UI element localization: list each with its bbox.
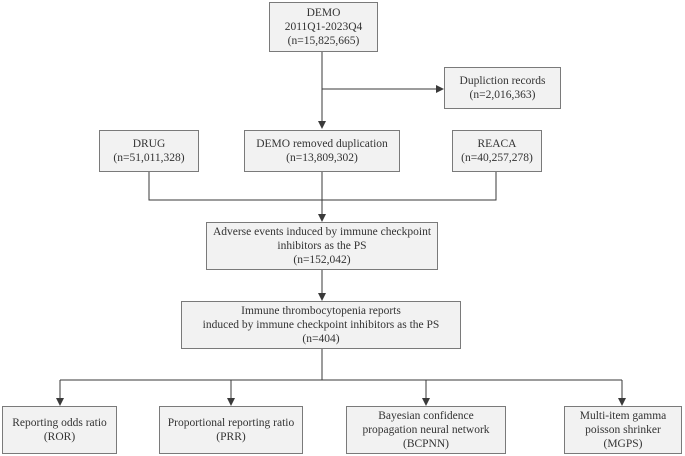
drug-box-line-1: DRUG [132, 138, 166, 150]
bcpnn-box-line-2: propagation neural network [362, 424, 490, 436]
adverse-events-line-2: inhibitors as the PS [277, 240, 367, 252]
reaca-box-line-2: (n=40,257,278) [461, 152, 533, 164]
adverse-events-line-1: Adverse events induced by immune checkpo… [212, 226, 432, 238]
mgps-box-line-3: (MGPS) [603, 438, 643, 450]
itp-reports-line-1: Immune thrombocytopenia reports [241, 305, 401, 317]
mgps-box-line-2: poisson shrinker [585, 424, 661, 436]
reaca-box-line-1: REACA [477, 138, 517, 150]
drug-box-line-2: (n=51,011,328) [113, 152, 185, 164]
duplication-records-line-2: (n=2,016,363) [469, 89, 536, 101]
itp-reports-line-2: induced by immune checkpoint inhibitors … [202, 319, 440, 331]
prr-box-line-1: Proportional reporting ratio [167, 417, 295, 429]
duplication-records-box: Dupliction records (n=2,016,363) [444, 67, 561, 109]
prr-box-line-2: (PRR) [216, 431, 246, 443]
line-drug-merge [148, 172, 322, 201]
reaca-box: REACA (n=40,257,278) [452, 130, 542, 172]
adverse-events-line-3: (n=152,042) [293, 254, 351, 266]
ror-box: Reporting odds ratio (ROR) [2, 406, 117, 454]
demo-box-line-2: 2011Q1-2023Q4 [284, 21, 363, 33]
drug-box: DRUG (n=51,011,328) [99, 130, 199, 172]
immune-thrombocytopenia-reports-box: Immune thrombocytopenia reports induced … [181, 301, 461, 349]
demo-removed-line-2: (n=13,809,302) [286, 152, 358, 164]
demo-box-line-1: DEMO [306, 7, 341, 19]
mgps-box: Multi-item gamma poisson shrinker (MGPS) [564, 406, 682, 454]
line-reaca-merge [322, 172, 497, 201]
demo-box: DEMO 2011Q1-2023Q4 (n=15,825,665) [269, 2, 378, 52]
itp-reports-line-3: (n=404) [302, 333, 340, 345]
demo-box-line-3: (n=15,825,665) [287, 35, 360, 47]
prr-box: Proportional reporting ratio (PRR) [159, 406, 303, 454]
ror-box-line-2: (ROR) [43, 431, 76, 443]
demo-removed-line-1: DEMO removed duplication [256, 138, 388, 150]
bcpnn-box-line-1: Bayesian confidence [378, 410, 474, 422]
demo-removed-duplication-box: DEMO removed duplication (n=13,809,302) [244, 130, 400, 172]
adverse-events-box: Adverse events induced by immune checkpo… [206, 222, 438, 270]
duplication-records-line-1: Dupliction records [459, 75, 546, 87]
bcpnn-box-line-3: (BCPNN) [402, 438, 449, 450]
bcpnn-box: Bayesian confidence propagation neural n… [346, 406, 506, 454]
ror-box-line-1: Reporting odds ratio [12, 417, 107, 429]
mgps-box-line-1: Multi-item gamma [579, 410, 667, 422]
